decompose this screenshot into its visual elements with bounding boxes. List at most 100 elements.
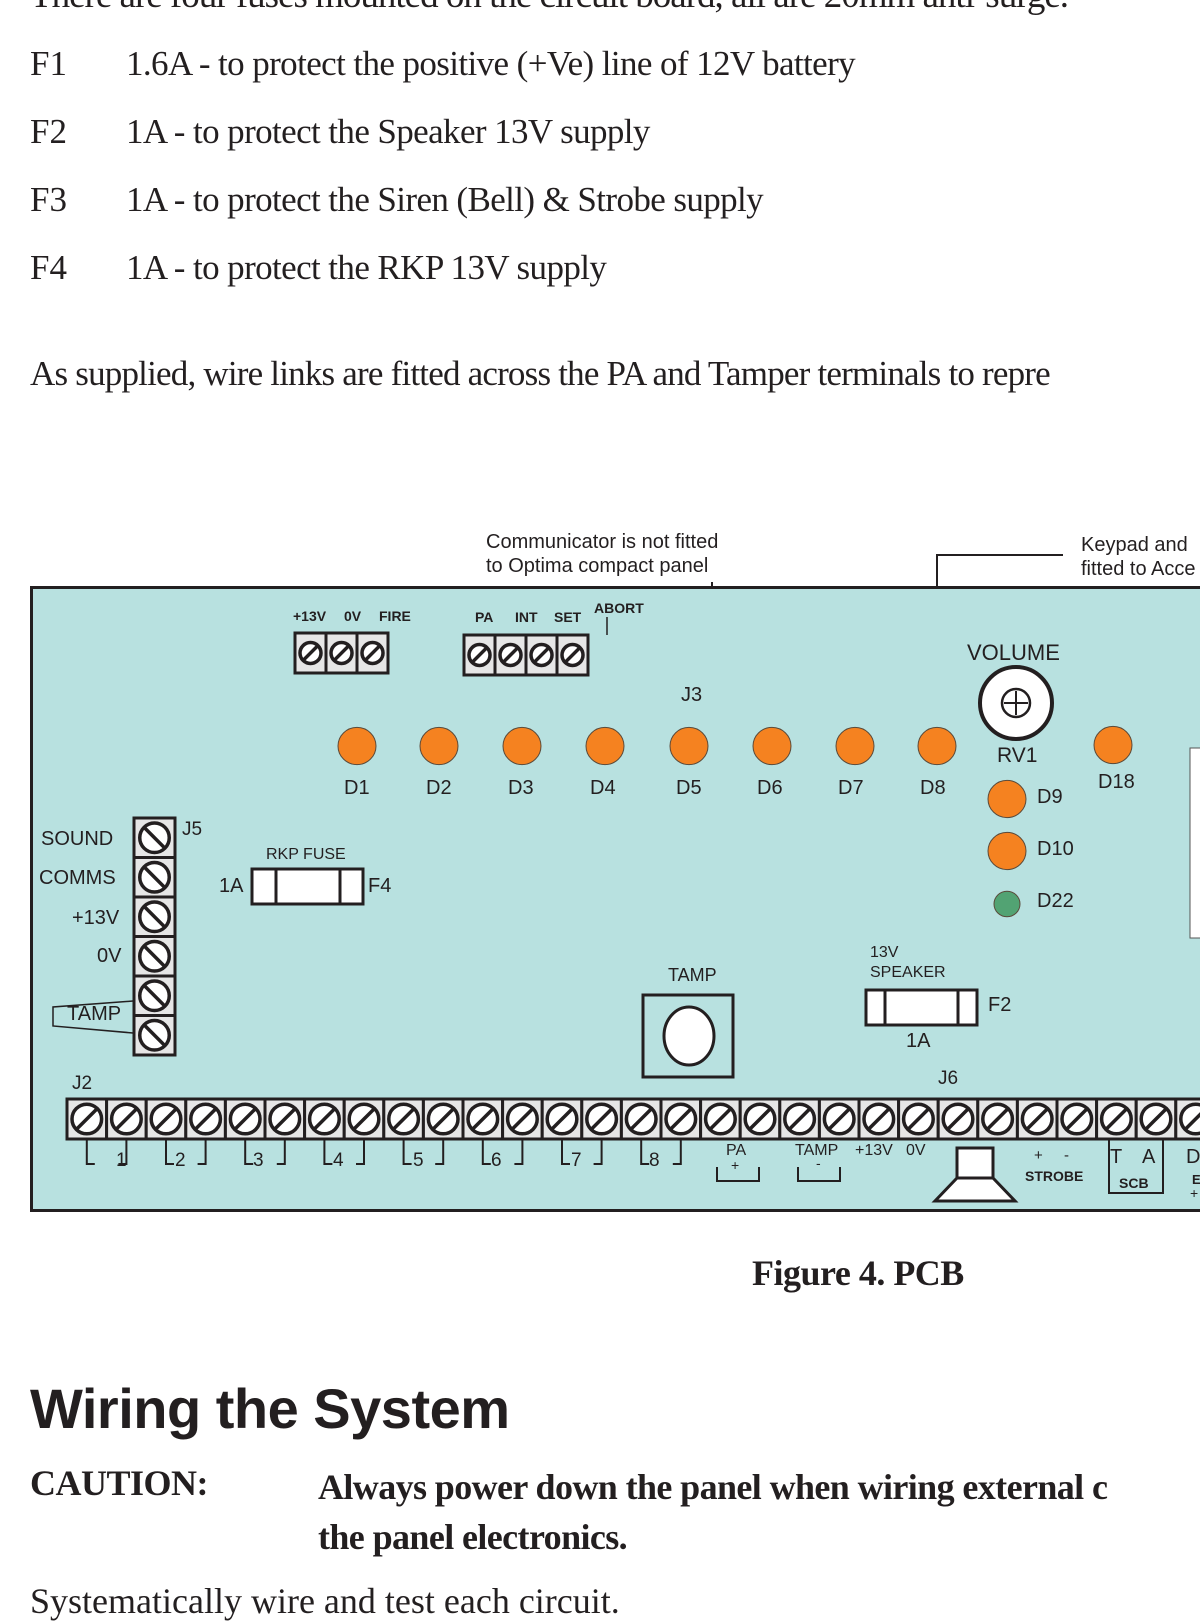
rv1-label: RV1 [997, 744, 1038, 767]
zone-4-bracket-left [323, 1139, 333, 1165]
led-label-d6: D6 [757, 777, 783, 799]
bottom-terminal-24-slot [985, 1107, 1010, 1131]
top-left-terminal-3-slot [363, 644, 382, 662]
j3-label: J3 [681, 684, 703, 706]
speaker-icon [955, 1146, 995, 1180]
led-label-d2: D2 [426, 777, 452, 799]
keypad-callout-line2: fitted to Acce [1081, 558, 1196, 580]
bottom-terminal-9-slot [391, 1107, 416, 1131]
rkp-fuse-title: RKP FUSE [266, 846, 346, 863]
fuse-code-f2: F2 [30, 112, 67, 151]
bottom-terminal-7-slot [312, 1107, 337, 1131]
bottom-terminal-16-slot [668, 1107, 693, 1131]
zone-8-bracket-right [672, 1139, 682, 1165]
bottom-terminal-29-screw-icon [1179, 1102, 1200, 1136]
bottom-terminal-17-slot [708, 1107, 733, 1131]
bottom-terminal-15-slot [629, 1107, 654, 1131]
cut-label-e: E [1192, 1172, 1200, 1187]
zone-5-bracket-right [435, 1139, 445, 1165]
bottom-terminal-5-slot [233, 1107, 258, 1131]
j5-terminal-6-slot [142, 1023, 167, 1048]
led-label-d1: D1 [344, 777, 370, 799]
scb-a-label: A [1142, 1146, 1156, 1168]
section-heading: Wiring the System [30, 1377, 510, 1440]
rkp-fuse-rating: 1A [219, 875, 244, 897]
j5-label-tamp: TAMP [67, 1003, 122, 1025]
top-right-terminal-3-slot [532, 646, 551, 664]
bottom-label-pa-sign: + [731, 1157, 740, 1173]
fuse-desc-f1: 1.6A - to protect the positive (+Ve) lin… [126, 44, 856, 83]
led-label-d9: D9 [1037, 786, 1063, 808]
label-pa-top: PA [475, 609, 494, 625]
j5-terminal-2-slot [142, 865, 167, 890]
bottom-label-tamp-sign: - [816, 1155, 821, 1171]
j5-label-13v: +13V [72, 907, 120, 929]
fuse-desc-f2: 1A - to protect the Speaker 13V supply [126, 112, 650, 151]
label-0v: 0V [343, 608, 362, 624]
led-d8-icon [917, 726, 957, 766]
label-abort: ABORT [594, 600, 644, 616]
label-int: INT [515, 609, 538, 625]
zone-8-bracket-left [640, 1139, 650, 1165]
fuse-desc-f3: 1A - to protect the Siren (Bell) & Strob… [126, 180, 764, 219]
led-d10-icon [987, 831, 1027, 871]
led-d3-icon [502, 726, 542, 766]
strobe-plus-label: + [1034, 1147, 1043, 1164]
label-13v: +13V [293, 608, 327, 624]
strobe-minus-label: - [1064, 1147, 1069, 1164]
speaker-fuse-rating: 1A [906, 1030, 931, 1052]
rkp-fuse-id: F4 [368, 875, 392, 897]
caution-text-line2: the panel electronics. [318, 1517, 628, 1557]
zone-label-5: 5 [413, 1150, 424, 1171]
top-left-terminal-1-slot [301, 644, 320, 662]
fuse-desc-f4: 1A - to protect the RKP 13V supply [126, 248, 607, 287]
bottom-terminal-21-slot [866, 1107, 891, 1131]
caution-label: CAUTION: [30, 1463, 209, 1503]
led-label-d4: D4 [590, 777, 616, 799]
bottom-terminal-18-slot [748, 1107, 772, 1131]
intro-line: There are four fuses mounted on the circ… [30, 0, 1069, 17]
tamp-bracket [797, 1167, 841, 1182]
j5-terminal-1-slot [142, 825, 167, 850]
zone-7-bracket-left [561, 1139, 570, 1165]
bottom-terminal-27-slot [1104, 1107, 1129, 1131]
communicator-callout: Communicator is not fitted to Optima com… [486, 530, 718, 578]
led-label-d8: D8 [920, 777, 946, 799]
body-line-partial: Systematically wire and test each circui… [30, 1581, 620, 1621]
bottom-label-tamp: TAMP [795, 1142, 839, 1159]
zone-5-bracket-left [402, 1139, 412, 1165]
zone-6-bracket-left [481, 1139, 491, 1165]
zone-2-bracket-left [165, 1139, 174, 1165]
zone-label-6: 6 [491, 1150, 502, 1171]
led-label-d3: D3 [508, 777, 534, 799]
j5-label: J5 [182, 819, 203, 840]
zone-label-2: 2 [175, 1150, 186, 1171]
cut-label-plus: + [1190, 1185, 1199, 1201]
bottom-terminal-25-slot [1025, 1107, 1050, 1131]
led-label-d22: D22 [1037, 890, 1074, 912]
zone-4-bracket-right [356, 1139, 365, 1165]
zone-label-3: 3 [253, 1150, 264, 1171]
led-d7-icon [835, 726, 875, 766]
led-d1-icon [337, 726, 377, 766]
bottom-terminal-8-slot [352, 1107, 376, 1131]
j5-terminal-3-slot [142, 904, 167, 929]
led-d6-icon [752, 726, 792, 766]
led-d22-icon [993, 890, 1021, 918]
keypad-callout: Keypad and fitted to Acce [1081, 533, 1196, 581]
bottom-label-pa: PA [726, 1142, 747, 1159]
bottom-terminal-20-slot [827, 1107, 852, 1131]
top-right-terminal-4-slot [563, 646, 582, 664]
led-label-d10: D10 [1037, 838, 1074, 860]
j5-label-sound: SOUND [41, 828, 114, 850]
label-fire: FIRE [379, 608, 411, 624]
scb-t-label: T [1110, 1146, 1123, 1168]
led-d4-icon [585, 726, 625, 766]
led-d2-icon [419, 726, 459, 766]
bottom-terminal-13-slot [550, 1107, 574, 1131]
bottom-terminal-3-slot [154, 1107, 178, 1131]
bottom-terminal-19-slot [787, 1107, 812, 1131]
tamp-switch-label: TAMP [668, 965, 717, 985]
tamper-switch-button [662, 1005, 716, 1067]
